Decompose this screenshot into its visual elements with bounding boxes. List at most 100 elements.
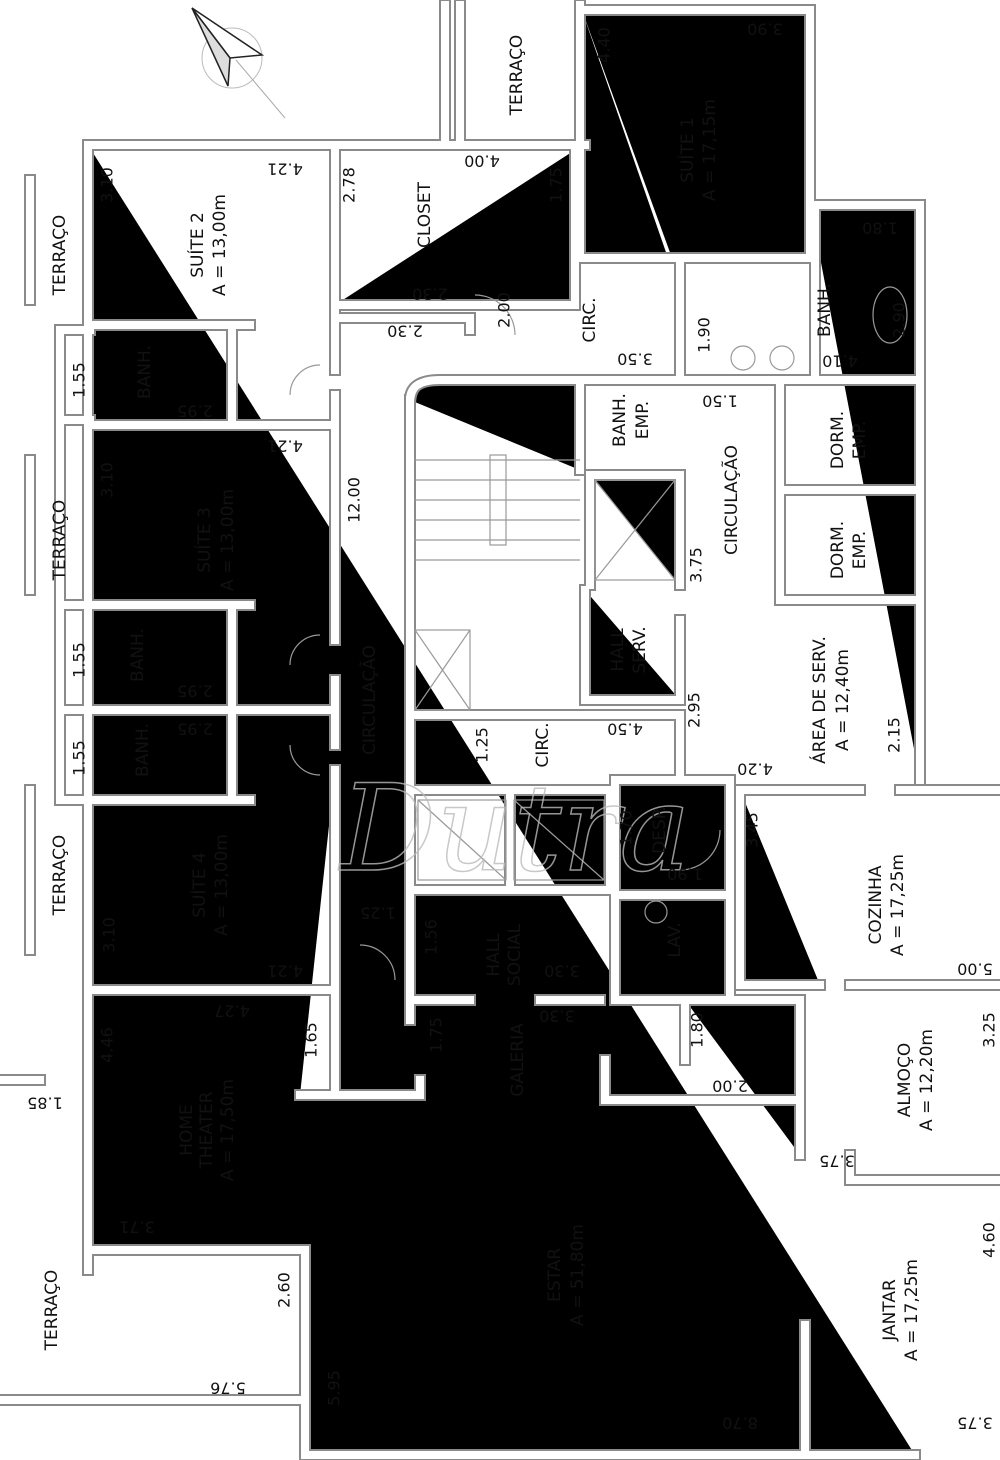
dimension: 2.30 (387, 322, 423, 341)
dimension: 2.00 (712, 1077, 748, 1096)
dimension: 1.75 (547, 167, 566, 203)
room-suite2: SUÍTE 2 (186, 212, 208, 278)
dimension: 3.10 (98, 462, 117, 498)
dimension: 1.80 (688, 1012, 707, 1048)
room-suite4-area: A = 13,00m (212, 834, 232, 936)
dimension: 4.20 (737, 760, 773, 779)
room-area-serv: ÁREA DE SERV. (808, 636, 830, 764)
dimension: 5.00 (957, 960, 993, 979)
room-banh-suite2: BANH. (135, 345, 155, 399)
dimension: 3.75 (687, 547, 706, 583)
room-cozinha-area: A = 17,25m (888, 854, 908, 956)
room-jantar: JANTAR (880, 1279, 900, 1342)
dimension: 1.65 (302, 1022, 321, 1058)
room-lav: LAV. (665, 922, 685, 957)
room-home-area: A = 17,50m (218, 1079, 238, 1181)
dimension: 2.95 (177, 720, 213, 739)
room-galeria: GALERIA (508, 1023, 528, 1097)
room-terraco-top: TERRAÇO (507, 35, 527, 117)
room-suite1: SUÍTE 1 (676, 117, 698, 183)
dimension: 3.50 (617, 350, 653, 369)
dimension: 2.90 (890, 302, 909, 338)
dimension: 3.10 (98, 167, 117, 203)
dimension: 1.90 (667, 865, 703, 884)
dimension: 2.00 (495, 292, 514, 328)
room-hall-serv-a: HALL (608, 628, 628, 672)
dimension: 3.90 (747, 20, 783, 39)
room-terraco-bottom: TERRAÇO (42, 1270, 62, 1352)
room-home-a: HOME (177, 1104, 197, 1156)
room-almoco-area: A = 12,20m (917, 1029, 937, 1131)
dimension: 4.10 (822, 352, 858, 371)
dimension: 1.80 (862, 219, 898, 238)
dimension: 2.60 (275, 1272, 294, 1308)
north-arrow-icon (191, 7, 286, 119)
dimension: 1.85 (27, 1094, 63, 1113)
dimension: 3.75 (819, 1152, 855, 1171)
dimension: 1.25 (473, 727, 492, 763)
dimension-labels: 4.40 3.90 4.00 1.75 2.78 3.10 4.21 1.80 … (27, 20, 998, 1433)
room-circ-mid: CIRC. (533, 722, 553, 767)
dimension: 2.78 (340, 167, 359, 203)
dimension: 2.95 (177, 402, 213, 421)
room-circulacao-serv: CIRCULAÇÃO (720, 445, 742, 555)
room-desp: DESP. (650, 806, 670, 854)
room-suite1-area: A = 17,15m (700, 99, 720, 201)
room-terraco-suite4: TERRAÇO (50, 835, 70, 917)
dimension: 4.27 (214, 1002, 250, 1021)
dimension: 1.56 (422, 919, 441, 955)
dimension: 1.70 (617, 810, 636, 846)
dimension: 3.71 (119, 1218, 155, 1237)
room-suite3: SUÍTE 3 (193, 507, 215, 573)
dimension: 1.50 (702, 392, 738, 411)
room-labels: TERRAÇO SUÍTE 1 A = 17,15m CLOSET SUÍTE … (42, 35, 937, 1361)
dimension: 5.95 (325, 1370, 344, 1406)
room-banh-suite1: BANH. (815, 283, 835, 337)
room-hall-social-a: HALL (484, 933, 504, 977)
dimension: 1.55 (70, 642, 89, 678)
dimension: 4.00 (464, 152, 500, 171)
dimension: 3.10 (100, 917, 119, 953)
room-hall-serv-b: SERV. (630, 626, 650, 673)
room-jantar-area: A = 17,25m (902, 1259, 922, 1361)
room-dorm1-a: DORM. (828, 411, 848, 469)
dimension: 12.00 (345, 477, 364, 523)
room-banh-emp-2: EMP. (633, 401, 653, 439)
dimension: 4.21 (267, 160, 303, 179)
dimension: 4.60 (980, 1222, 999, 1258)
dimension: 4.40 (595, 27, 614, 63)
dimension: 3.45 (743, 812, 762, 848)
room-dorm2-b: EMP. (850, 531, 870, 569)
dimension: 4.50 (607, 720, 643, 739)
dimension: 1.75 (427, 1017, 446, 1053)
dimension: 2.30 (412, 285, 448, 304)
dimension: 3.30 (544, 962, 580, 981)
room-almoco: ALMOÇO (895, 1043, 915, 1117)
room-terraco-suite2: TERRAÇO (50, 215, 70, 297)
dimension: 2.15 (885, 717, 904, 753)
dimension: 4.21 (267, 437, 303, 456)
dimension: 1.55 (70, 362, 89, 398)
dimension: 1.25 (360, 904, 396, 923)
room-dorm2-a: DORM. (828, 521, 848, 579)
dimension: 3.30 (539, 1007, 575, 1026)
room-suite3-area: A = 13,00m (218, 489, 238, 591)
room-hall-social-b: SOCIAL (505, 923, 525, 986)
room-circ-top: CIRC. (580, 297, 600, 342)
dimension: 2.95 (177, 682, 213, 701)
dimension: 5.76 (210, 1379, 246, 1398)
room-estar-area: A = 51,80m (568, 1224, 588, 1326)
room-suite2-area: A = 13,00m (210, 194, 230, 296)
room-circulacao-main: CIRCULAÇÃO (358, 645, 380, 755)
walls (0, 5, 1000, 1455)
dimension: 4.21 (267, 962, 303, 981)
dimension: 4.46 (98, 1027, 117, 1063)
dimension: 1.90 (695, 317, 714, 353)
room-suite4: SUÍTE 4 (188, 852, 210, 918)
room-banh-suite4: BANH. (133, 723, 153, 777)
room-dorm1-b: EMP. (850, 421, 870, 459)
room-banh-emp-1: BANH. (610, 393, 630, 447)
dimension: 3.75 (957, 1414, 993, 1433)
room-home-b: THEATER (197, 1091, 217, 1169)
